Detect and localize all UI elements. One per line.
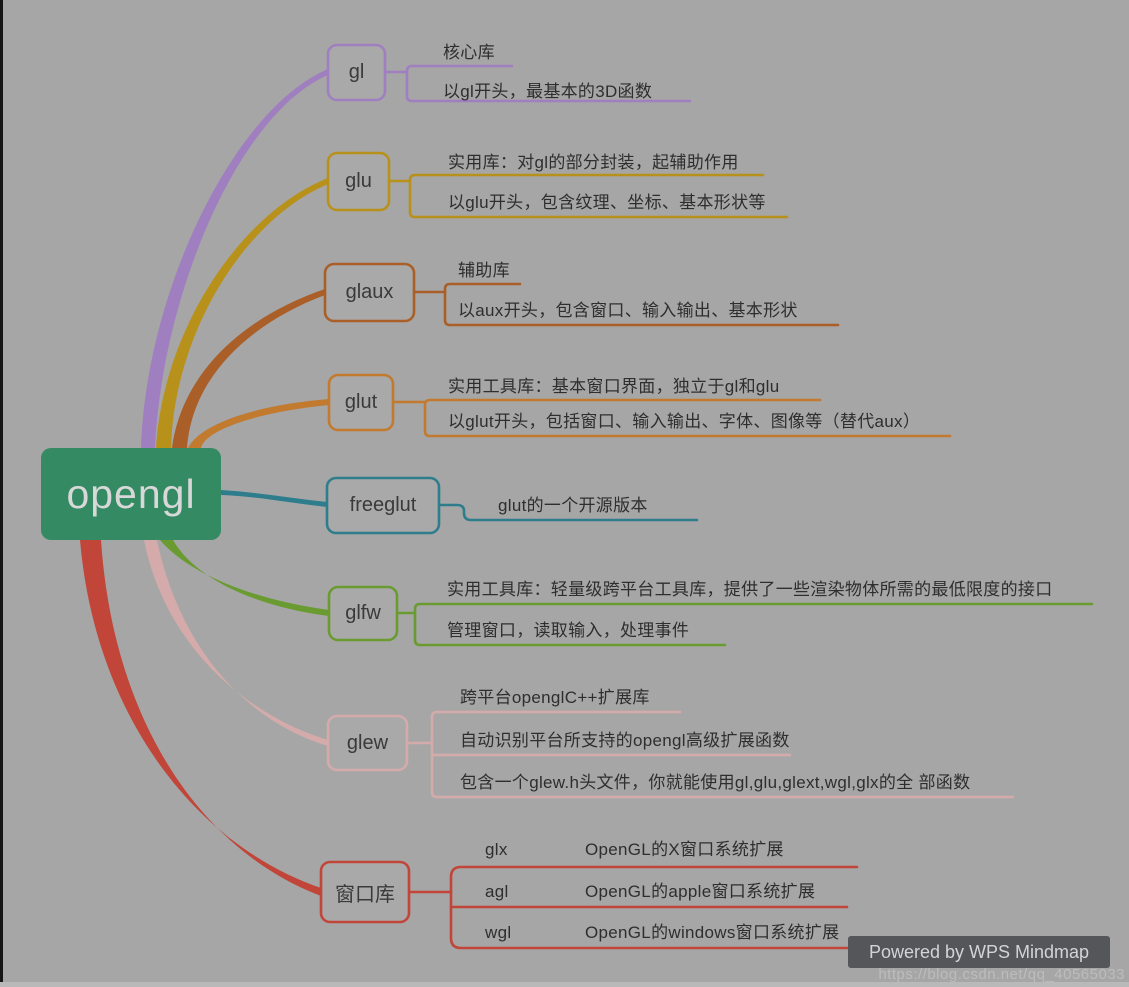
left-edge-strip	[0, 0, 3, 987]
node-glu[interactable]: glu	[345, 170, 372, 192]
branch-curve-glut	[188, 399, 329, 448]
branch-curve-glfw	[160, 540, 329, 616]
node-windowlib[interactable]: 窗口库	[335, 883, 395, 906]
sub-node-desc: OpenGL的X窗口系统扩展	[585, 840, 784, 859]
branch-curve-freeglut	[221, 490, 327, 507]
node-box-freeglut	[325, 476, 441, 535]
child-node-glew-1[interactable]: 跨平台openglC++扩展库	[460, 688, 650, 707]
bottom-edge-strip	[0, 982, 1129, 987]
branch-curve-glaux	[172, 289, 325, 448]
node-gl[interactable]: gl	[348, 61, 365, 83]
connector-glut-children	[391, 398, 952, 438]
node-glfw[interactable]: glfw	[345, 602, 381, 624]
node-box-glut	[327, 373, 395, 432]
child-node-gl-1[interactable]: 核心库	[443, 43, 495, 62]
node-box-glfw	[327, 585, 399, 642]
child-node-glfw-1[interactable]: 实用工具库：轻量级跨平台工具库，提供了一些渲染物体所需的最低限度的接口	[447, 580, 1053, 599]
node-box-glu	[326, 151, 391, 212]
sub-node-name: wgl	[485, 923, 512, 942]
child-node-glew-3[interactable]: 包含一个glew.h头文件，你就能使用gl,glu,glext,wgl,glx的…	[460, 773, 971, 792]
sub-node-desc: OpenGL的apple窗口系统扩展	[585, 882, 816, 901]
child-node-windowlib-glx[interactable]: glx OpenGL的X窗口系统扩展	[485, 839, 784, 861]
child-node-windowlib-agl[interactable]: agl OpenGL的apple窗口系统扩展	[485, 881, 815, 903]
child-node-glut-2[interactable]: 以glut开头，包括窗口、输入输出、字体、图像等（替代aux）	[448, 412, 921, 431]
sub-node-desc: OpenGL的windows窗口系统扩展	[585, 923, 840, 942]
child-node-gl-2[interactable]: 以gl开头，最基本的3D函数	[443, 82, 653, 101]
connector-windowlib-children	[407, 865, 892, 950]
node-glut[interactable]: glut	[344, 391, 378, 413]
node-glaux[interactable]: glaux	[345, 281, 394, 303]
connector-glu-children	[387, 173, 789, 219]
child-node-glfw-2[interactable]: 管理窗口，读取输入，处理事件	[447, 621, 690, 640]
node-box-glew	[326, 714, 409, 772]
root-node-box	[41, 448, 221, 540]
child-node-glaux-1[interactable]: 辅助库	[458, 261, 510, 280]
node-freeglut[interactable]: freeglut	[349, 494, 417, 516]
child-node-glut-1[interactable]: 实用工具库：基本窗口界面，独立于gl和glu	[448, 377, 780, 396]
connector-freeglut-children	[437, 503, 699, 522]
child-node-freeglut-1[interactable]: glut的一个开源版本	[498, 496, 648, 515]
branch-curve-glew	[144, 540, 328, 746]
child-node-glew-2[interactable]: 自动识别平台所支持的opengl高级扩展函数	[460, 731, 790, 750]
node-glew[interactable]: glew	[346, 731, 389, 754]
root-node[interactable]: opengl	[66, 470, 196, 517]
child-node-glu-1[interactable]: 实用库：对gl的部分封装，起辅助作用	[448, 153, 739, 172]
branch-curve-windowlib	[80, 540, 321, 896]
connector-glaux-children	[412, 282, 840, 327]
csdn-url-watermark: https://blog.csdn.net/qq_40565033	[878, 966, 1125, 983]
sub-node-name: agl	[485, 882, 509, 901]
connector-glew-children	[405, 710, 1015, 799]
child-node-windowlib-wgl[interactable]: wgl OpenGL的windows窗口系统扩展	[485, 922, 839, 944]
node-box-glaux	[323, 262, 416, 323]
node-box-windowlib	[319, 860, 411, 924]
wps-watermark-badge: Powered by WPS Mindmap	[848, 936, 1110, 968]
connector-glfw-children	[395, 602, 1094, 647]
child-node-glu-2[interactable]: 以glu开头，包含纹理、坐标、基本形状等	[448, 193, 766, 212]
connector-gl-children	[383, 64, 692, 103]
node-box-gl	[326, 43, 387, 102]
sub-node-name: glx	[485, 840, 508, 859]
child-node-glaux-2[interactable]: 以aux开头，包含窗口、输入输出、基本形状	[458, 301, 798, 320]
